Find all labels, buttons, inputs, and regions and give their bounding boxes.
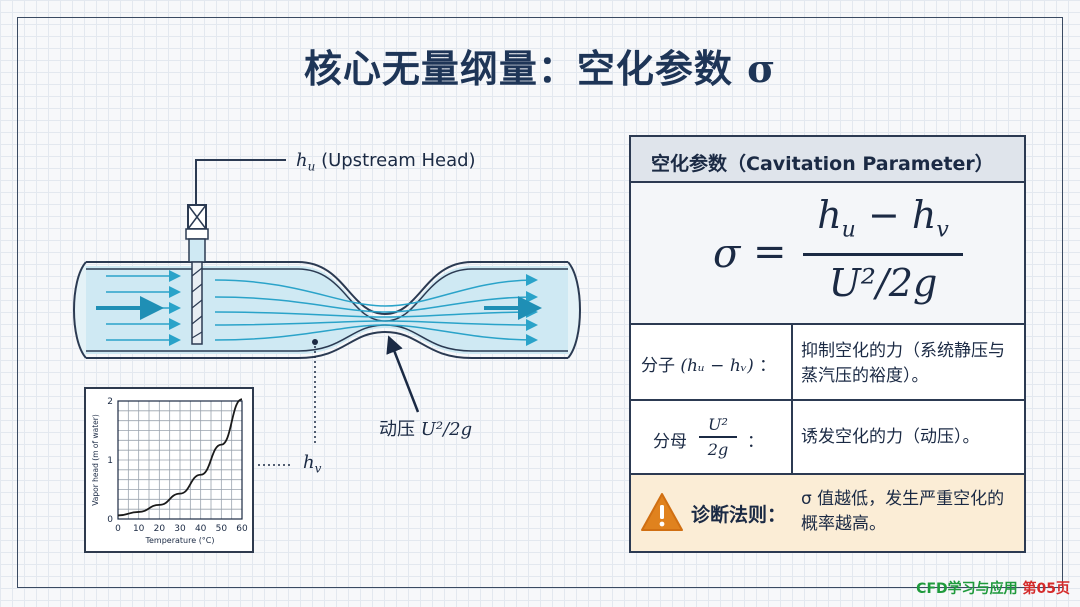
diagnosis-box: 诊断法则： σ 值越低，发生严重空化的概率越高。 [631, 475, 1024, 551]
footer: CFD学习与应用 第05页 [916, 578, 1070, 598]
upstream-head-label: hu (Upstream Head) [296, 150, 476, 174]
denominator-desc: 诱发空化的力（动压）。 [801, 427, 980, 447]
page-title: 核心无量纲量：空化参数 σ [0, 38, 1080, 93]
diagnosis-desc: σ 值越低，发生严重空化的概率越高。 [801, 489, 1005, 534]
denominator-row: 分母 U² 2g ： 诱发空化的力（动压）。 [631, 401, 1024, 475]
numerator-desc: 抑制空化的力（系统静压与蒸汽压的裕度）。 [801, 341, 1005, 386]
sigma-formula: σ = hu − hv U²/2g [631, 183, 1024, 325]
plot-area [117, 400, 243, 520]
x-tick-label: 10 [133, 524, 145, 534]
pitot-probe [185, 159, 286, 345]
warning-icon [641, 493, 683, 531]
x-tick-label: 20 [154, 524, 166, 534]
slide-frame [17, 17, 1063, 588]
formula-lhs: σ [713, 231, 741, 277]
x-tick-label: 40 [195, 524, 207, 534]
x-tick-label: 50 [216, 524, 228, 534]
streamlines [106, 270, 538, 346]
numerator-label: 分子 (hᵤ − hᵥ) ： [631, 325, 793, 399]
x-axis-label: Temperature (°C) [144, 536, 214, 545]
y-tick-label: 0 [107, 515, 113, 525]
numerator-row: 分子 (hᵤ − hᵥ) ： 抑制空化的力（系统静压与蒸汽压的裕度）。 [631, 325, 1024, 401]
pipe-outlet-cap [567, 261, 581, 359]
vapor-point [312, 339, 318, 345]
x-tick-label: 0 [115, 524, 121, 534]
y-tick-label: 1 [107, 456, 113, 466]
vapor-head-label: hv [303, 452, 322, 476]
denominator-label: 分母 U² 2g ： [631, 401, 793, 473]
title-text: 核心无量纲量：空化参数 [303, 47, 733, 91]
card-header: 空化参数（Cavitation Parameter） [631, 137, 1024, 183]
formula-numerator: hu − hv [817, 193, 949, 243]
formula-equals: = [753, 229, 787, 275]
footer-page: 第05页 [1022, 581, 1070, 597]
cavitation-parameter-card: 空化参数（Cavitation Parameter） σ = hu − hv U… [629, 135, 1026, 553]
dynamic-pressure-label: 动压 U²/2g [379, 419, 473, 440]
pipe-bottom-wall [86, 330, 568, 359]
formula-denominator: U²/2g [828, 261, 938, 305]
dynamic-pressure-arrow [386, 335, 420, 413]
title-symbol: σ [747, 46, 777, 91]
x-tick-label: 60 [236, 524, 248, 534]
pipe-top-wall [86, 261, 568, 316]
diagnosis-lead: 诊断法则： [691, 504, 787, 526]
pipe-inlet-cap [73, 261, 87, 359]
x-tick-label: 30 [174, 524, 186, 534]
footer-channel: CFD学习与应用 [916, 581, 1018, 597]
y-tick-label: 2 [107, 397, 113, 407]
y-axis-label: Vapor head (m of water) [91, 414, 100, 506]
fraction-bar [803, 253, 963, 256]
